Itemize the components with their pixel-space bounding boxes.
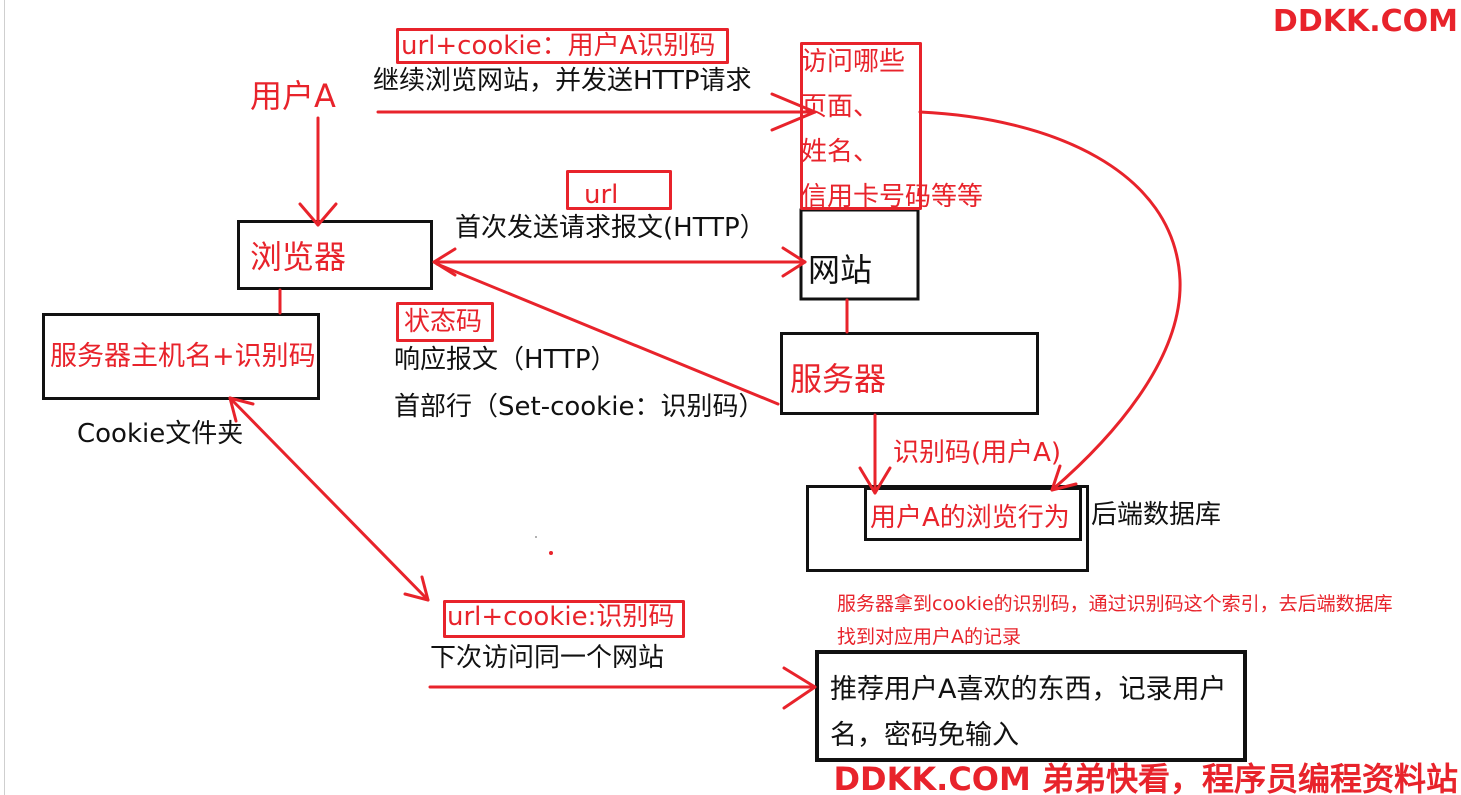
server-box bbox=[780, 332, 1039, 415]
database-box bbox=[806, 485, 1089, 572]
continue-cookie-box bbox=[396, 28, 729, 64]
watermark-bottom: DDKK.COM 弟弟快看，程序员编程资料站 bbox=[833, 760, 1458, 795]
status-code-box bbox=[396, 302, 494, 342]
stray-dot-red bbox=[549, 551, 553, 555]
tracking-line: 访问哪些 bbox=[801, 47, 906, 77]
next-visit-arrow-head bbox=[782, 666, 817, 710]
browser-box bbox=[237, 220, 433, 290]
user-a-label: 用户A bbox=[250, 77, 336, 115]
request-arrow-head-left bbox=[432, 247, 457, 277]
tracking-line: 姓名、 bbox=[801, 137, 880, 167]
tracking-curve bbox=[918, 110, 1182, 492]
cookie-reuse-head-top bbox=[228, 396, 255, 423]
request-caption: 首次发送请求报文(HTTP） bbox=[455, 213, 766, 243]
cookie-folder-label: Cookie文件夹 bbox=[77, 419, 244, 449]
tracking-box bbox=[800, 42, 922, 210]
next-cookie-box bbox=[443, 600, 685, 638]
result-line: 名，密码免输入 bbox=[830, 720, 1019, 751]
cookie-reuse-line bbox=[228, 396, 430, 602]
tracking-list: 访问哪些 页面、 姓名、 信用卡号码等等 bbox=[801, 40, 983, 220]
server-note: 服务器拿到cookie的识别码，通过识别码这个索引，去后端数据库 找到对应用户A… bbox=[837, 588, 1393, 654]
response-caption: 响应报文（HTTP） bbox=[394, 345, 617, 375]
user-to-browser-head bbox=[298, 202, 338, 227]
continue-cookie-label: url+cookie：用户A识别码 bbox=[401, 31, 716, 61]
database-label: 后端数据库 bbox=[1091, 500, 1222, 530]
tracking-line: 页面、 bbox=[801, 92, 880, 122]
database-record-label: 用户A的浏览行为 bbox=[870, 503, 1070, 533]
note-line: 找到对应用户A的记录 bbox=[837, 626, 1021, 648]
continue-caption: 继续浏览网站，并发送HTTP请求 bbox=[373, 66, 752, 96]
website-label: 网站 bbox=[808, 251, 873, 289]
response-arrow-line bbox=[435, 262, 780, 406]
url-box bbox=[566, 170, 672, 210]
status-code-label: 状态码 bbox=[404, 307, 483, 337]
browser-label: 浏览器 bbox=[250, 238, 347, 276]
result-box bbox=[815, 650, 1247, 762]
result-text: 推荐用户A喜欢的东西，记录用户 名，密码免输入 bbox=[830, 667, 1226, 759]
request-url-label: url bbox=[584, 180, 619, 210]
server-id-label: 识别码(用户A) bbox=[893, 438, 1062, 468]
continue-arrow-head bbox=[770, 92, 817, 132]
record-box bbox=[864, 487, 1082, 541]
cookie-entry-label: 服务器主机名+识别码 bbox=[50, 341, 316, 372]
cookie-box bbox=[42, 313, 320, 400]
tracking-line: 信用卡号码等等 bbox=[801, 182, 984, 212]
watermark-top: DDKK.COM bbox=[1272, 4, 1458, 39]
next-cookie-label: url+cookie:识别码 bbox=[447, 602, 675, 632]
server-label: 服务器 bbox=[790, 360, 887, 398]
cookie-reuse-head-bottom bbox=[403, 575, 430, 602]
next-visit-caption: 下次访问同一个网站 bbox=[430, 643, 665, 673]
response-header-caption: 首部行（Set-cookie：识别码） bbox=[394, 392, 765, 422]
result-line: 推荐用户A喜欢的东西，记录用户 bbox=[830, 674, 1227, 705]
server-to-db-head bbox=[858, 466, 892, 495]
request-arrow-head-right bbox=[781, 246, 807, 278]
note-line: 服务器拿到cookie的识别码，通过识别码这个索引，去后端数据库 bbox=[837, 593, 1393, 615]
tracking-curve-head bbox=[1050, 464, 1078, 492]
stray-dot-gray bbox=[535, 536, 537, 538]
left-edge-line bbox=[4, 0, 5, 795]
